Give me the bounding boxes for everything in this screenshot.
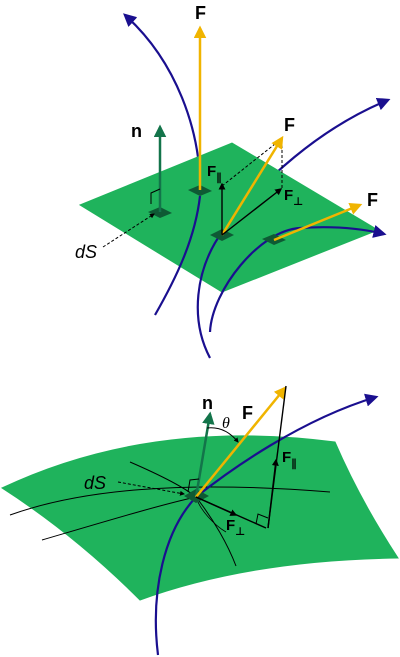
bottom-right-angle-mark (187, 478, 200, 493)
top-right-angle-mark (150, 188, 161, 204)
top-dS-pointer (102, 213, 155, 248)
top-force-tangent (273, 202, 363, 242)
top-label-F-tangent: F (367, 190, 378, 210)
top-flat-surface (78, 142, 380, 293)
top-patch-center (188, 185, 212, 196)
bottom-component-right-angle (255, 513, 269, 525)
bottom-component-parallel-arrow (267, 458, 279, 529)
bottom-dS-pointer (117, 481, 185, 496)
bottom-label-n: n (202, 393, 213, 413)
top-label-n: n (131, 121, 142, 141)
top-force-oblique (220, 135, 284, 236)
bottom-angle-arc (206, 427, 239, 443)
bottom-label-F: F (242, 403, 253, 423)
top-figure: F F F n dS F∥ F⊥ (75, 3, 391, 359)
top-field-line-left-lower (154, 195, 202, 316)
bottom-label-F-perp: F⊥ (226, 517, 245, 538)
top-label-F-oblique: F (284, 115, 295, 135)
bottom-label-theta: θ (222, 415, 230, 432)
bottom-label-F-parallel: F∥ (282, 449, 297, 470)
bottom-figure: n θ F dS F∥ F⊥ (0, 385, 399, 656)
top-label-F-perp: F⊥ (284, 187, 303, 208)
top-label-F-parallel: F∥ (207, 163, 222, 184)
top-label-F-vertical: F (195, 3, 206, 23)
bottom-label-dS: dS (84, 473, 106, 493)
top-patch-dS (148, 207, 172, 218)
top-field-line-right (208, 225, 387, 333)
bottom-force (195, 386, 287, 498)
top-dashed-guide-upper (221, 139, 281, 187)
bottom-grid-curve-3 (195, 496, 237, 567)
top-label-dS: dS (75, 242, 97, 262)
bottom-curved-surface (0, 435, 399, 601)
top-component-perp (221, 188, 283, 236)
bottom-component-perp-arrow (195, 496, 238, 516)
top-field-line-mid-lower (196, 231, 223, 359)
bottom-grid-curve-2 (41, 496, 197, 541)
